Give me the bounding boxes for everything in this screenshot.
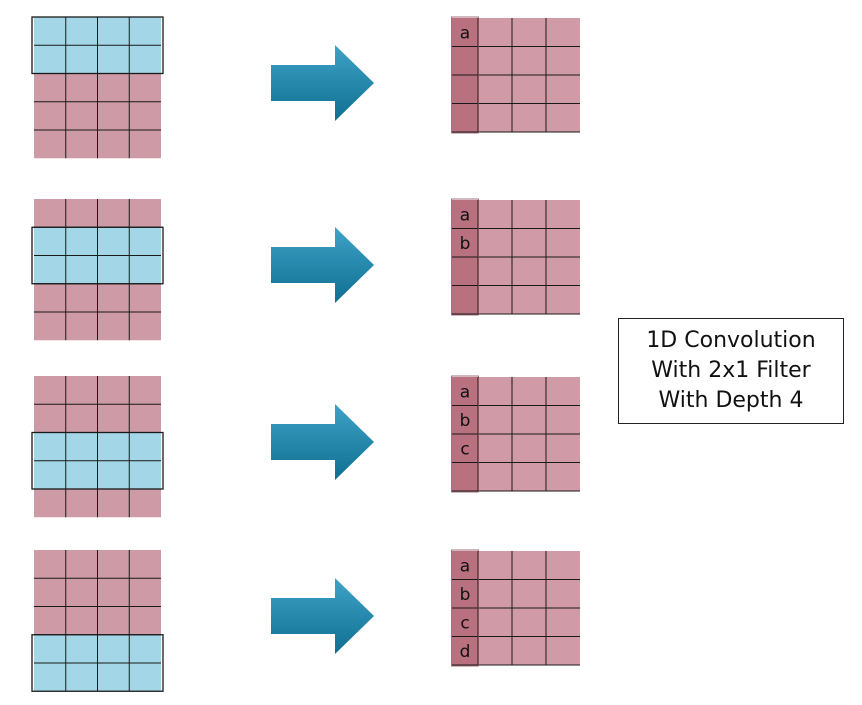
output-cell-label: c bbox=[460, 613, 469, 633]
output-cell-label: a bbox=[460, 556, 470, 576]
output-column-outline bbox=[451, 16, 479, 134]
right-arrow-icon bbox=[271, 578, 374, 654]
output-grid: a bbox=[451, 16, 580, 134]
output-cell-label: b bbox=[460, 411, 471, 431]
output-column-outline bbox=[451, 198, 479, 316]
filter-window bbox=[31, 16, 164, 75]
right-arrow-icon bbox=[271, 227, 374, 303]
output-grid: abc bbox=[451, 375, 580, 493]
filter-window bbox=[31, 226, 164, 285]
output-column-outline bbox=[451, 375, 479, 493]
caption-line-3: With Depth 4 bbox=[658, 388, 804, 413]
output-cell-label: a bbox=[460, 23, 470, 43]
output-cell-label: a bbox=[460, 205, 470, 225]
caption-line-2: With 2x1 Filter bbox=[651, 358, 811, 383]
output-cell-label: d bbox=[460, 642, 471, 662]
output-cell-label: a bbox=[460, 382, 470, 402]
filter-window bbox=[31, 431, 164, 490]
right-arrow-icon bbox=[271, 45, 374, 121]
input-grid bbox=[31, 550, 164, 692]
output-cell-label: c bbox=[460, 439, 469, 459]
input-grid bbox=[31, 199, 164, 341]
input-grid bbox=[31, 376, 164, 518]
right-arrow-icon bbox=[271, 404, 374, 480]
output-grid: ab bbox=[451, 198, 580, 316]
conv-step-2: ab bbox=[31, 198, 580, 341]
caption-box: 1D Convolution With 2x1 Filter With Dept… bbox=[618, 318, 844, 424]
conv-step-1: a bbox=[31, 16, 580, 159]
output-cell-label: b bbox=[460, 585, 471, 605]
input-grid bbox=[31, 16, 164, 159]
filter-window bbox=[31, 634, 164, 692]
output-column-outline bbox=[451, 549, 479, 667]
conv-step-3: abc bbox=[31, 375, 580, 518]
caption-line-1: 1D Convolution bbox=[646, 328, 816, 353]
output-cell-label: b bbox=[460, 234, 471, 254]
